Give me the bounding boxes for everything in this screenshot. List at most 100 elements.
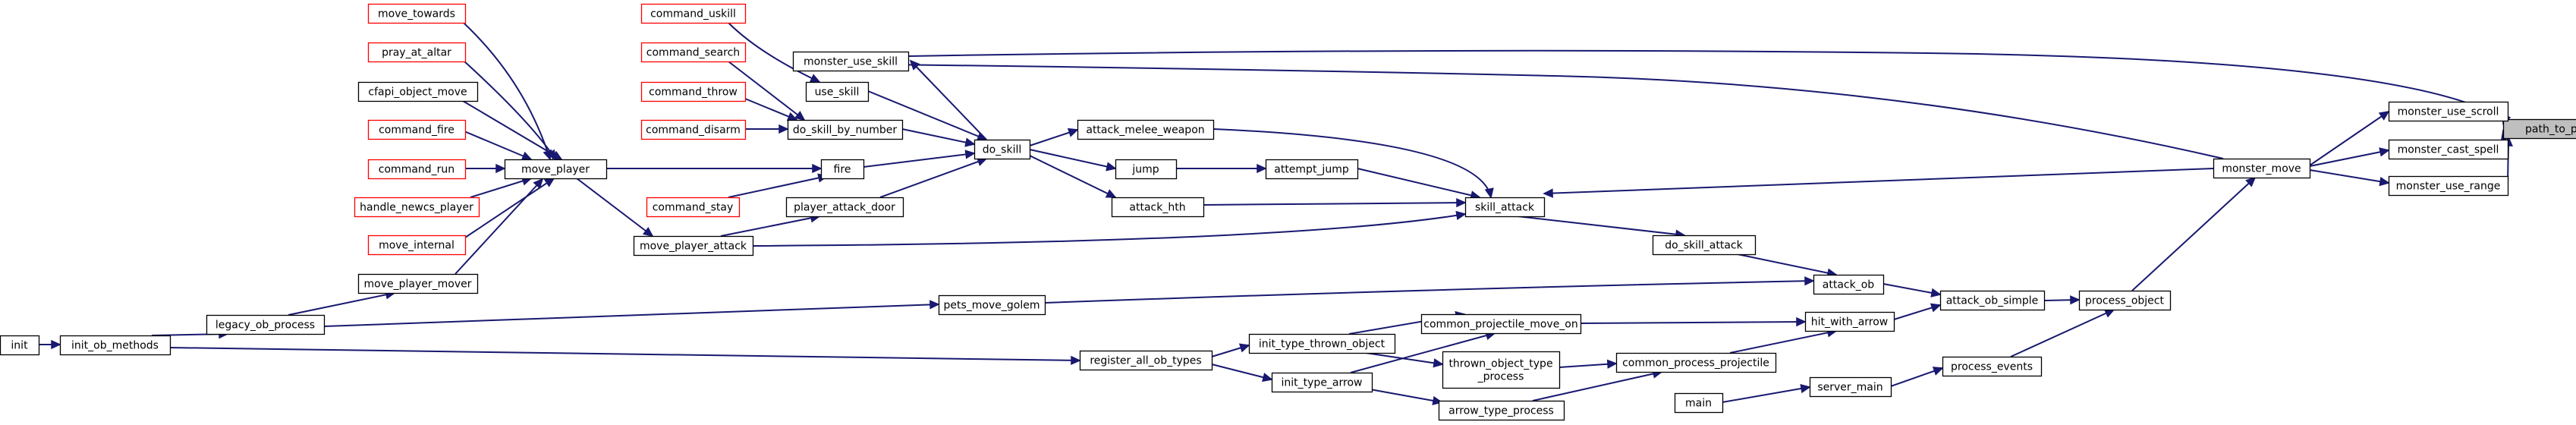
node-command-fire[interactable]: command_fire xyxy=(367,119,467,140)
node-box[interactable] xyxy=(1813,274,1885,295)
node-command-uskill[interactable]: command_uskill xyxy=(640,3,747,24)
node-box[interactable] xyxy=(1442,351,1561,389)
node-box[interactable] xyxy=(640,119,747,140)
node-box[interactable] xyxy=(785,197,904,218)
node-box[interactable] xyxy=(367,42,467,63)
node-command-run[interactable]: command_run xyxy=(367,159,467,180)
node-pray-at-altar[interactable]: pray_at_altar xyxy=(367,42,467,63)
node-common-projectile-move-on[interactable]: common_projectile_move_on xyxy=(1420,313,1582,335)
node-box[interactable] xyxy=(2502,118,2576,140)
node-box[interactable] xyxy=(787,119,904,140)
node-box[interactable] xyxy=(2388,139,2509,160)
node-box[interactable] xyxy=(1248,333,1396,354)
node-server-main[interactable]: server_main xyxy=(1809,376,1892,398)
node-box[interactable] xyxy=(820,159,865,180)
node-command-search[interactable]: command_search xyxy=(640,42,747,63)
node-process-events[interactable]: process_events xyxy=(1942,356,2043,377)
node-do-skill-attack[interactable]: do_skill_attack xyxy=(1652,235,1757,256)
node-move-internal[interactable]: move_internal xyxy=(367,235,467,256)
node-attack-ob-simple[interactable]: attack_ob_simple xyxy=(1939,290,2046,311)
node-main[interactable]: main xyxy=(1674,392,1724,414)
node-box[interactable] xyxy=(367,159,467,180)
node-box[interactable] xyxy=(0,335,40,356)
node-box[interactable] xyxy=(1464,197,1546,218)
node-box[interactable] xyxy=(354,197,480,218)
node-monster-use-skill[interactable]: monster_use_skill xyxy=(792,51,910,72)
node-init[interactable]: init xyxy=(0,335,40,356)
node-box[interactable] xyxy=(1674,392,1724,414)
node-box[interactable] xyxy=(1942,356,2043,377)
node-path-to-player[interactable]: path_to_player xyxy=(2502,118,2576,140)
node-box[interactable] xyxy=(367,235,467,256)
node-arrow-type-process[interactable]: arrow_type_process xyxy=(1438,400,1565,421)
node-box[interactable] xyxy=(357,81,479,102)
node-box[interactable] xyxy=(1111,197,1205,218)
node-box[interactable] xyxy=(646,197,741,218)
node-register-all-ob-types[interactable]: register_all_ob_types xyxy=(1079,350,1213,371)
node-monster-use-scroll[interactable]: monster_use_scroll xyxy=(2388,101,2509,122)
node-process-object[interactable]: process_object xyxy=(2078,290,2172,311)
node-box[interactable] xyxy=(1939,290,2046,311)
node-box[interactable] xyxy=(357,273,479,294)
node-do-skill[interactable]: do_skill xyxy=(973,139,1031,160)
node-box[interactable] xyxy=(2388,101,2509,122)
node-jump[interactable]: jump xyxy=(1115,159,1178,180)
node-move-player[interactable]: move_player xyxy=(504,159,608,180)
node-box[interactable] xyxy=(1115,159,1178,180)
node-fire[interactable]: fire xyxy=(820,159,865,180)
node-box[interactable] xyxy=(1271,372,1373,393)
node-box[interactable] xyxy=(1420,313,1582,335)
node-command-throw[interactable]: command_throw xyxy=(640,81,747,102)
node-box[interactable] xyxy=(2213,158,2311,179)
node-handle-newcs-player[interactable]: handle_newcs_player xyxy=(354,197,480,218)
node-box[interactable] xyxy=(59,335,171,356)
node-box[interactable] xyxy=(367,119,467,140)
node-do-skill-by-number[interactable]: do_skill_by_number xyxy=(787,119,904,140)
node-box[interactable] xyxy=(640,81,747,102)
node-init-type-arrow[interactable]: init_type_arrow xyxy=(1271,372,1373,393)
node-box[interactable] xyxy=(1804,311,1895,332)
node-attempt-jump[interactable]: attempt_jump xyxy=(1265,159,1359,180)
node-box[interactable] xyxy=(805,81,870,102)
node-box[interactable] xyxy=(633,235,754,257)
node-box[interactable] xyxy=(973,139,1031,160)
node-use-skill[interactable]: use_skill xyxy=(805,81,870,102)
node-box[interactable] xyxy=(1079,350,1213,371)
node-box[interactable] xyxy=(1652,235,1757,256)
node-cfapi-object-move[interactable]: cfapi_object_move xyxy=(357,81,479,102)
node-skill-attack[interactable]: skill_attack xyxy=(1464,197,1546,218)
node-command-disarm[interactable]: command_disarm xyxy=(640,119,747,140)
node-init-type-thrown-object[interactable]: init_type_thrown_object xyxy=(1248,333,1396,354)
node-box[interactable] xyxy=(367,3,467,24)
node-box[interactable] xyxy=(504,159,608,180)
node-box[interactable] xyxy=(1265,159,1359,180)
node-move-player-attack[interactable]: move_player_attack xyxy=(633,235,754,257)
node-attack-hth[interactable]: attack_hth xyxy=(1111,197,1205,218)
node-box[interactable] xyxy=(206,314,326,335)
node-box[interactable] xyxy=(2388,175,2509,197)
node-attack-melee-weapon[interactable]: attack_melee_weapon xyxy=(1077,119,1215,140)
node-attack-ob[interactable]: attack_ob xyxy=(1813,274,1885,295)
node-hit-with-arrow[interactable]: hit_with_arrow xyxy=(1804,311,1895,332)
node-legacy-ob-process[interactable]: legacy_ob_process xyxy=(206,314,326,335)
node-monster-move[interactable]: monster_move xyxy=(2213,158,2311,179)
node-monster-cast-spell[interactable]: monster_cast_spell xyxy=(2388,139,2509,160)
node-box[interactable] xyxy=(1438,400,1565,421)
node-move-player-mover[interactable]: move_player_mover xyxy=(357,273,479,294)
node-box[interactable] xyxy=(1809,376,1892,398)
node-box[interactable] xyxy=(2078,290,2172,311)
node-monster-use-range[interactable]: monster_use_range xyxy=(2388,175,2509,197)
node-box[interactable] xyxy=(640,3,747,24)
node-box[interactable] xyxy=(640,42,747,63)
node-move-towards[interactable]: move_towards xyxy=(367,3,467,24)
node-pets-move-golem[interactable]: pets_move_golem xyxy=(938,294,1046,316)
node-player-attack-door[interactable]: player_attack_door xyxy=(785,197,904,218)
node-box[interactable] xyxy=(792,51,910,72)
node-init-ob-methods[interactable]: init_ob_methods xyxy=(59,335,171,356)
node-command-stay[interactable]: command_stay xyxy=(646,197,741,218)
node-box[interactable] xyxy=(1615,352,1777,373)
node-thrown-object-type-process[interactable]: thrown_object_type_process xyxy=(1442,351,1561,389)
node-box[interactable] xyxy=(1077,119,1215,140)
node-box[interactable] xyxy=(938,294,1046,316)
node-common-process-projectile[interactable]: common_process_projectile xyxy=(1615,352,1777,373)
